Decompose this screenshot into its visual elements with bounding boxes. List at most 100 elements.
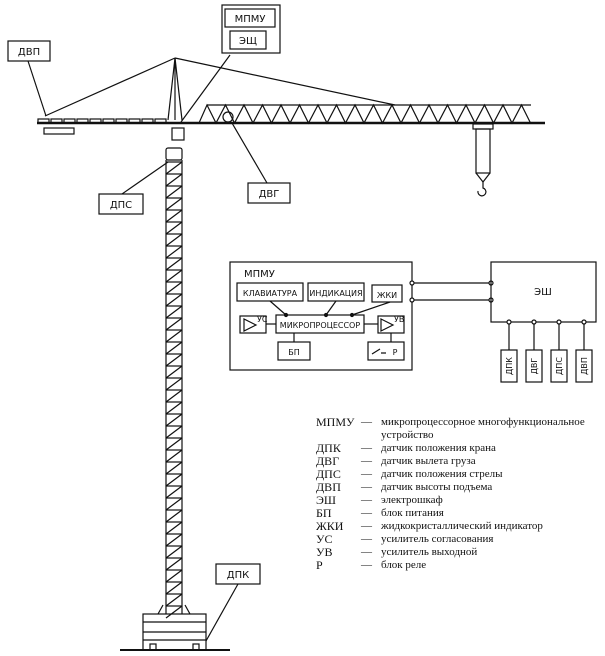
legend-dash: — [361,546,372,558]
sensor-terminal [556,319,562,325]
mpmu-block-title: МПМУ [244,269,275,280]
legend-dash: — [361,416,372,428]
sensor-box [525,349,543,383]
esch-callout-label: ЭЩ [239,36,257,47]
uv-label: УВ [394,315,404,324]
dvp-callout-box [7,40,51,62]
mast-brace [165,569,183,583]
cabinet-label: ЭШ [534,287,552,298]
legend-row: Р—блок реле [316,559,601,572]
legend-abbr: ДПС [316,467,341,481]
legend-desc: датчик положения крана [381,442,496,454]
mast-brace [165,509,183,523]
legend-row: ДВП—датчик высоты подъема [316,481,601,494]
mast-brace [165,233,183,247]
dpk-leader [205,583,239,642]
sensor-box [500,349,518,383]
cpu-label: МИКРОПРОЦЕССОР [280,321,361,330]
mast-brace [165,533,183,547]
mast-brace [165,365,183,379]
mast-brace [165,473,183,487]
mast-brace [165,593,183,607]
legend-desc: жидкокристаллический индикатор [381,520,543,532]
dps-leader [121,161,169,195]
mpmu-callout-label: МПМУ [235,14,266,25]
mast-brace [165,317,183,331]
dps-callout-box [98,193,144,215]
us-amplifier-icon [243,318,258,332]
keyboard-label: КЛАВИАТУРА [243,289,298,298]
lcd-label: ЖКИ [377,291,397,300]
mast-brace [165,257,183,271]
legend-desc: усилитель согласования [381,533,494,545]
legend-row: ЭШ—электрошкаф [316,494,601,507]
counterweight-block [128,118,141,124]
counterweight-block [115,118,128,124]
mast-brace [165,341,183,355]
tower-mast [165,160,183,619]
counterweight-block [37,118,50,124]
dps-callout-label: ДПС [110,200,132,211]
relay-label: Р [393,348,398,357]
legend-desc: датчик положения стрелы [381,468,503,480]
dvg-callout-label: ДВГ [259,189,280,200]
mast-brace [165,389,183,403]
legend-desc: датчик вылета груза [381,455,476,467]
relay-block [367,341,405,361]
legend-abbr: ДПК [316,441,341,455]
legend: МПМУ—микропроцессорное многофункциональн… [316,416,601,572]
us-label: УС [257,315,268,324]
tower-head [165,57,185,161]
hook-block [472,123,494,197]
mast-brace [165,425,183,439]
dpk-callout-label: ДПК [227,570,249,581]
legend-abbr: МПМУ [316,415,355,429]
mast-brace [165,209,183,223]
legend-dash: — [361,455,372,467]
legend-desc: блок реле [381,559,427,571]
mast-brace [165,293,183,307]
legend-dash: — [361,520,372,532]
sensor-label: ДПК [505,357,514,375]
esch-callout-box [229,30,267,50]
sensor-label: ДВП [580,357,589,375]
mast-brace [165,449,183,463]
counter-cable [44,57,176,117]
sensor-box [550,349,568,383]
legend-row: БП—блок питания [316,507,601,520]
counterweight-block [102,118,115,124]
mast-brace [165,497,183,511]
counter-jib [37,118,167,135]
mast-brace [165,245,183,259]
mast-brace [165,437,183,451]
sensor-terminal [506,319,512,325]
mpmu-callout-box [224,8,276,28]
mast-brace [165,173,183,187]
mpmu-block [229,261,413,371]
mast-brace [165,461,183,475]
legend-row: ДПС—датчик положения стрелы [316,468,601,481]
legend-dash: — [361,494,372,506]
mast-brace [165,281,183,295]
mast-brace [165,413,183,427]
mast-brace [165,353,183,367]
uv-amplifier-icon [380,318,395,332]
legend-abbr: УВ [316,545,333,559]
legend-row: УВ—усилитель выходной [316,546,601,559]
legend-desc: блок питания [381,507,444,519]
legend-abbr: УС [316,532,333,546]
counterweight-block [63,118,76,124]
sensor-terminal [581,319,587,325]
legend-desc: датчик высоты подъема [381,481,493,493]
jib-truss [198,103,532,125]
legend-row: ДПК—датчик положения крана [316,442,601,455]
mast-brace [165,377,183,391]
jib-cable [174,57,396,106]
legend-row: УС—усилитель согласования [316,533,601,546]
counterweight-block [141,118,154,124]
mast-brace [165,269,183,283]
legend-abbr: ЭШ [316,493,337,507]
relay-switch-icon [371,348,386,355]
